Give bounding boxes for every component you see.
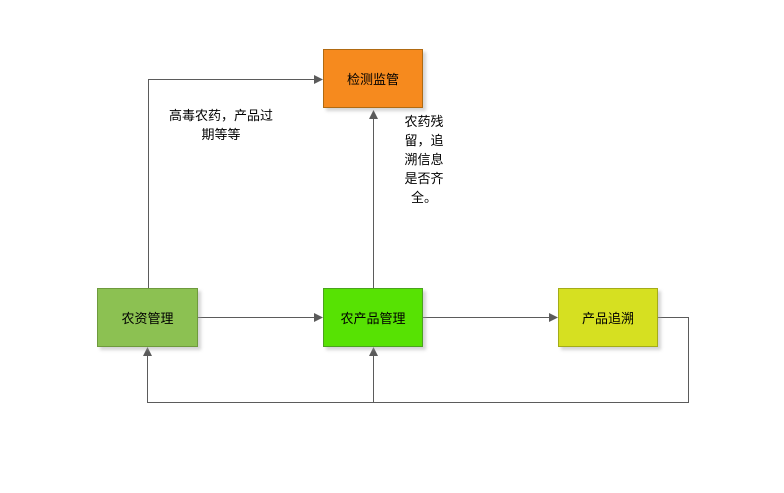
- node-agri-products-management-label: 农产品管理: [340, 311, 406, 326]
- edge-products-to-trace-arrowhead-icon: [549, 313, 558, 322]
- node-agri-materials-management: 农资管理: [97, 288, 198, 347]
- node-product-traceability-label: 产品追溯: [581, 311, 634, 326]
- edge-trace-to-materials-arrowhead-icon: [143, 347, 152, 356]
- node-testing-supervision: 检测监管: [323, 49, 423, 108]
- edge-materials-to-products-arrowhead-icon: [314, 313, 323, 322]
- node-testing-supervision-label: 检测监管: [346, 72, 399, 87]
- edge-trace-to-materials-line: [147, 317, 689, 403]
- edge-materials-to-testing-line: [148, 79, 314, 288]
- edge-annotation-products-to-testing: 农药残留，追溯信息是否齐全。: [404, 114, 444, 205]
- node-agri-materials-management-label: 农资管理: [121, 311, 174, 326]
- edge-products-to-testing-arrowhead-icon: [369, 110, 378, 119]
- edge-trace-to-products-arrowhead-icon: [369, 347, 378, 356]
- edge-annotation-materials-to-testing: 高毒农药，产品过期等等: [168, 108, 273, 142]
- node-product-traceability: 产品追溯: [558, 288, 658, 347]
- node-agri-products-management: 农产品管理: [323, 288, 423, 347]
- edge-materials-to-testing-arrowhead-icon: [314, 75, 323, 84]
